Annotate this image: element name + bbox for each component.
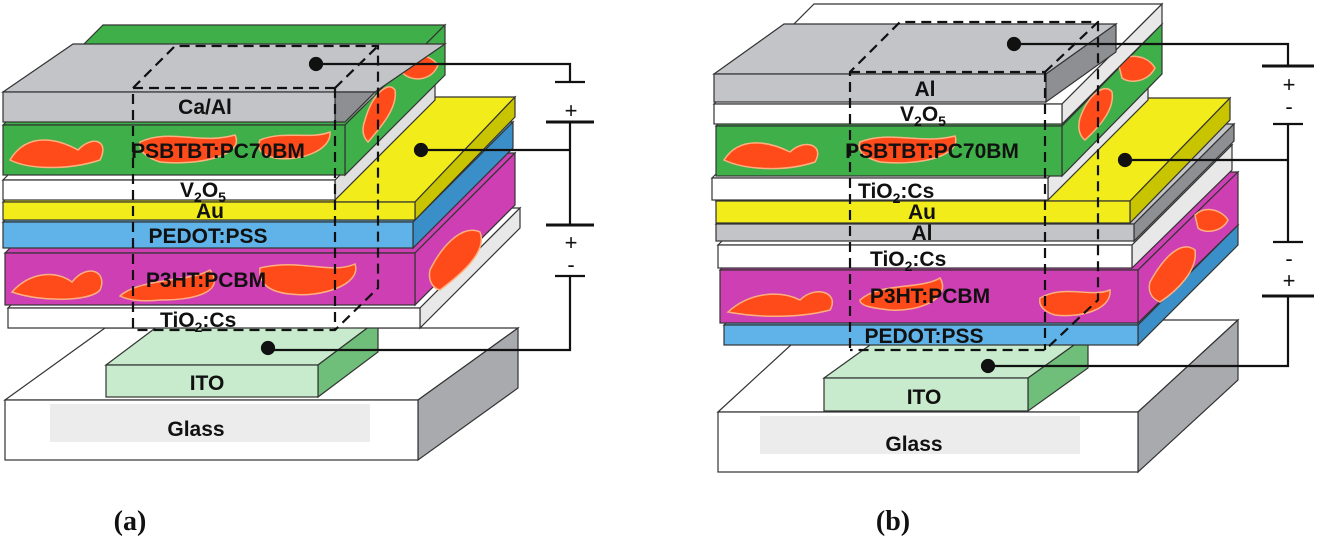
caal-layer-a: Ca/Al bbox=[1, 43, 447, 123]
caal-label-a: Ca/Al bbox=[178, 96, 232, 119]
dashed-outline-b bbox=[848, 20, 1100, 352]
au-label-a: Au bbox=[196, 200, 224, 223]
pedot-label-a: PEDOT:PSS bbox=[148, 225, 267, 248]
glass-label-b: Glass bbox=[885, 433, 942, 456]
glass-label-a: Glass bbox=[167, 418, 224, 441]
tio2-label-a: TiO2:Cs bbox=[160, 309, 236, 335]
ito-label-b: ITO bbox=[907, 386, 942, 409]
caption-a: (a) bbox=[114, 506, 147, 537]
au-label-b: Au bbox=[908, 201, 936, 224]
contact-bottom-a bbox=[260, 340, 276, 356]
tio2-lower-label-b: TiO2:Cs bbox=[870, 248, 946, 274]
pedot-label-b: PEDOT:PSS bbox=[864, 325, 983, 348]
battery-minus-lower-b: - bbox=[1285, 246, 1292, 271]
tio2-upper-label-b: TiO2:Cs bbox=[858, 180, 934, 206]
ito-layer-a: ITO bbox=[104, 318, 380, 399]
p3ht-label-a: P3HT:PCBM bbox=[146, 269, 266, 292]
circuit-a bbox=[260, 56, 594, 356]
circuit-b bbox=[980, 36, 1314, 374]
battery-plus-upper-a: + bbox=[565, 98, 578, 123]
caption-b: (b) bbox=[876, 506, 910, 537]
battery-plus-lower-a: + bbox=[565, 230, 578, 255]
al-top-layer-b: Al bbox=[712, 22, 1118, 104]
al-top-label-b: Al bbox=[915, 78, 936, 101]
dashed-outline-a bbox=[131, 44, 380, 332]
panel-b: Glass ITO PEDOT:PSS P3HT:PCBM bbox=[710, 2, 1314, 537]
v2o5-label-a: V2O5 bbox=[180, 179, 226, 205]
p3ht-label-b: P3HT:PCBM bbox=[870, 285, 990, 308]
psbtbt-label-b: PSBTBT:PC70BM bbox=[845, 140, 1019, 163]
panel-a: Glass ITO TiO2:Cs P3HT:PCBM bbox=[1, 23, 594, 537]
ito-label-a: ITO bbox=[190, 372, 225, 395]
psbtbt-label-a: PSBTBT:PC70BM bbox=[131, 140, 305, 163]
battery-minus-upper-b: - bbox=[1285, 94, 1292, 119]
ito-layer-b: ITO bbox=[822, 333, 1090, 413]
battery-plus-lower-b: + bbox=[1283, 268, 1296, 293]
battery-minus-lower-a: - bbox=[567, 252, 574, 277]
al-middle-label-b: Al bbox=[912, 222, 933, 245]
v2o5-label-b: V2O5 bbox=[900, 103, 946, 129]
battery-plus-upper-b: + bbox=[1283, 72, 1296, 97]
